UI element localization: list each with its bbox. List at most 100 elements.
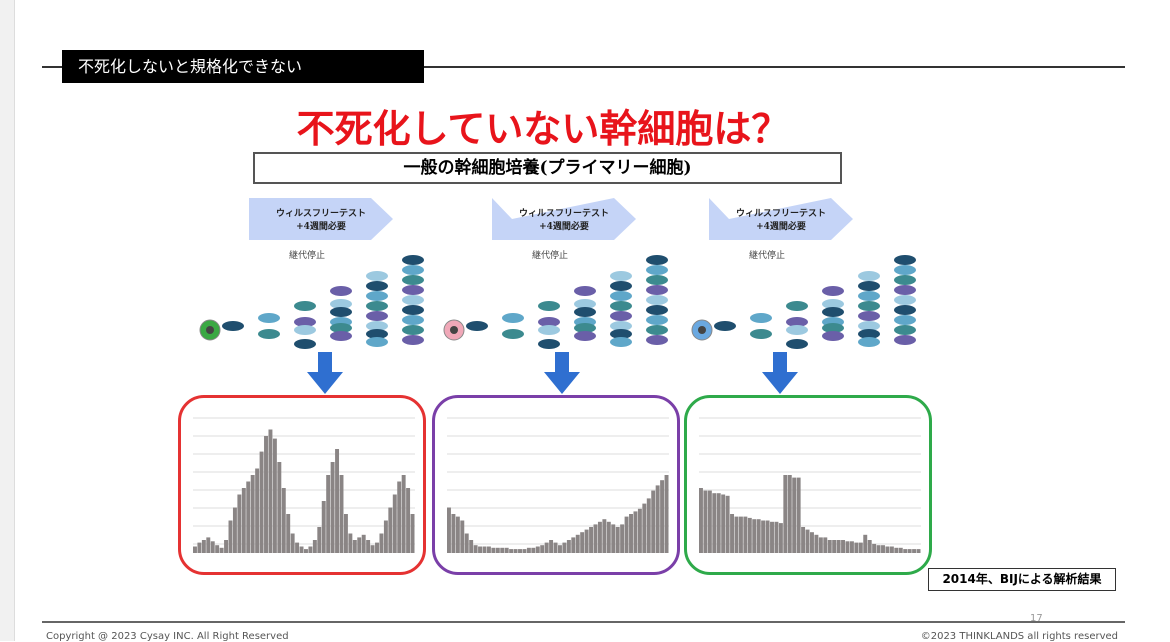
- histogram-bar: [268, 429, 273, 553]
- passage-stop-label: 継代停止: [289, 251, 326, 261]
- cell: [402, 335, 424, 345]
- cell: [822, 323, 844, 333]
- histogram-bar: [637, 508, 642, 553]
- histogram-bar: [827, 540, 832, 553]
- histogram-bar: [361, 534, 366, 553]
- histogram-bar: [339, 475, 344, 553]
- histogram-bar: [290, 533, 295, 553]
- cell: [258, 313, 280, 323]
- histogram-bar: [730, 514, 735, 553]
- histogram-bar: [752, 519, 757, 553]
- histogram-bar: [392, 494, 397, 553]
- histogram-bar: [738, 516, 743, 553]
- histogram-bar: [858, 542, 863, 553]
- histogram-bar: [721, 494, 726, 553]
- cell: [646, 305, 668, 315]
- cell-division-tree: [443, 255, 668, 349]
- cell: [858, 311, 880, 321]
- cell: [858, 291, 880, 301]
- cell: [574, 286, 596, 296]
- cell: [610, 321, 632, 331]
- histogram-bar: [504, 547, 509, 553]
- cell: [574, 323, 596, 333]
- cell: [610, 271, 632, 281]
- histogram-bar: [224, 540, 229, 553]
- cell: [646, 325, 668, 335]
- histogram-bar: [509, 549, 514, 553]
- cell: [858, 321, 880, 331]
- cell: [402, 255, 424, 265]
- histogram-bar: [486, 546, 491, 553]
- banner-line-2: +4週間必要: [296, 222, 346, 232]
- analysis-footnote: 2014年、BIJによる解析結果: [928, 568, 1116, 591]
- histogram-bar: [232, 507, 237, 553]
- cell: [574, 299, 596, 309]
- histogram-bar: [823, 537, 828, 553]
- cell: [330, 307, 352, 317]
- cell: [610, 281, 632, 291]
- cell: [646, 255, 668, 265]
- histogram-bar: [774, 521, 779, 553]
- histogram-bar: [778, 523, 783, 553]
- cell: [466, 321, 488, 331]
- histogram-bar: [410, 514, 415, 553]
- histogram-bar: [642, 503, 647, 553]
- cell: [894, 265, 916, 275]
- histogram-bar: [606, 521, 611, 553]
- histogram-bar: [482, 546, 487, 553]
- histogram-bar: [699, 488, 703, 553]
- histogram-bar: [566, 540, 571, 553]
- cell: [894, 285, 916, 295]
- histogram-bar: [602, 519, 607, 553]
- cell: [822, 299, 844, 309]
- histogram-bar: [277, 462, 282, 553]
- cell: [858, 329, 880, 339]
- histogram-bar: [863, 534, 868, 553]
- histogram-bar: [193, 546, 197, 553]
- histogram-bar: [526, 547, 531, 553]
- histogram-bar: [513, 549, 518, 553]
- cell: [894, 315, 916, 325]
- cell: [366, 271, 388, 281]
- histogram-bar: [703, 490, 708, 553]
- histogram-bar: [894, 547, 899, 553]
- cell: [402, 305, 424, 315]
- histogram-bar: [707, 490, 712, 553]
- cell: [646, 315, 668, 325]
- histogram-bar: [916, 549, 921, 553]
- histogram-bar: [571, 537, 576, 553]
- histogram-bar: [326, 475, 331, 553]
- histogram-bar: [451, 514, 456, 553]
- histogram-bar: [885, 546, 890, 553]
- footer-rule: [42, 621, 1125, 623]
- banner-line-2: +4週間必要: [756, 222, 806, 232]
- cell: [402, 315, 424, 325]
- histogram-bar: [335, 449, 340, 553]
- histogram-bar: [889, 546, 894, 553]
- histogram-bar: [237, 494, 242, 553]
- histogram-bar: [712, 493, 717, 553]
- passage-stop-label: 継代停止: [749, 251, 786, 261]
- histogram-bar: [814, 534, 819, 553]
- histogram-bar: [210, 541, 215, 553]
- cell: [294, 317, 316, 327]
- histogram-bar: [792, 477, 797, 553]
- cell: [294, 301, 316, 311]
- histogram-frame: [432, 395, 680, 575]
- histogram-bar: [876, 545, 881, 553]
- cell: [894, 275, 916, 285]
- histogram-bar: [836, 540, 841, 553]
- histogram-bar: [518, 549, 522, 553]
- cell: [646, 295, 668, 305]
- cell: [822, 307, 844, 317]
- cell: [574, 331, 596, 341]
- banner-line-1: ウィルスフリーテスト: [735, 209, 826, 219]
- histogram-bar: [783, 475, 788, 553]
- cell: [858, 301, 880, 311]
- histogram-bar: [246, 481, 251, 553]
- histogram-bar: [495, 547, 500, 553]
- histogram-bar: [383, 520, 388, 553]
- section-label: 不死化しないと規格化できない: [62, 50, 424, 83]
- header-rule: [42, 66, 1125, 68]
- cell: [330, 323, 352, 333]
